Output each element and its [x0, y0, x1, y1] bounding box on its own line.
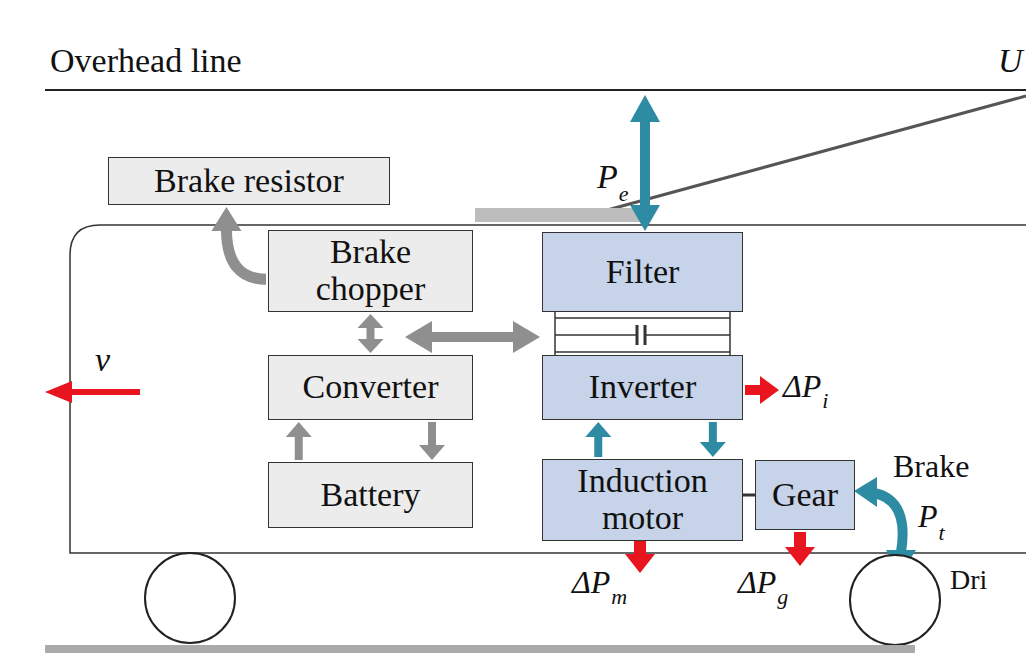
power-flow-arrow — [743, 495, 755, 496]
component-box: Brake resistor — [108, 157, 390, 205]
power-flow-arrow — [358, 314, 384, 353]
component-box: Gear — [755, 460, 855, 530]
power-flow-arrow — [286, 422, 312, 460]
dc-link-capacitor — [555, 312, 730, 355]
pantograph — [600, 96, 1026, 212]
vehicle-body — [70, 225, 1026, 553]
loss-symbol: ΔP — [572, 566, 610, 598]
arrow-shaft — [295, 436, 303, 460]
arrow-head — [286, 422, 312, 437]
component-box: Induction motor — [542, 459, 743, 541]
component-box: Converter — [268, 355, 473, 420]
line-name: Overhead line — [50, 44, 242, 78]
power-symbol: P — [918, 500, 938, 532]
arrow-shaft — [226, 229, 266, 279]
component-box: Brake chopper — [268, 230, 473, 312]
power-arrow — [630, 95, 660, 231]
rail — [45, 645, 915, 653]
roof-plate — [475, 208, 640, 222]
subscript: m — [611, 586, 627, 608]
arrow-head — [700, 442, 726, 457]
power-flow-arrow — [211, 207, 266, 279]
arrow-shaft — [709, 422, 717, 443]
box-label: Inverter — [589, 369, 697, 406]
box-label: Brake chopper — [275, 234, 466, 307]
loss-symbol: ΔP — [783, 370, 821, 402]
component-box: Filter — [542, 232, 743, 312]
subscript: i — [822, 390, 828, 412]
box-label: Gear — [772, 477, 838, 514]
arrow-head — [211, 207, 241, 231]
component-box: Battery — [268, 462, 473, 528]
box-label: Filter — [606, 254, 680, 291]
power-flow-arrow — [419, 422, 445, 460]
cut-off-label: Dri — [950, 566, 987, 594]
power-flow-arrow — [700, 422, 726, 457]
brake-label: Brake — [893, 450, 969, 482]
box-label: Brake resistor — [154, 163, 344, 200]
loss-symbol: ΔP — [738, 566, 776, 598]
voltage-symbol: U — [998, 44, 1023, 78]
arrow-head — [419, 445, 445, 460]
velocity-arrow — [45, 381, 140, 403]
power-symbol: P — [597, 160, 618, 194]
subscript: g — [777, 586, 788, 608]
box-label: Battery — [320, 477, 420, 514]
wheel — [145, 553, 235, 643]
arrow-shaft — [594, 436, 602, 457]
box-label: Induction motor — [549, 463, 736, 536]
subscript: e — [619, 183, 629, 205]
arrow-head — [585, 422, 611, 437]
shaft-link — [743, 494, 755, 497]
arrow-shaft — [367, 327, 375, 340]
arrow-head — [358, 339, 384, 353]
overhead-line — [45, 89, 1026, 91]
velocity-symbol: v — [95, 343, 110, 377]
arrow-head — [358, 314, 384, 328]
wheel — [850, 555, 940, 645]
subscript: t — [939, 522, 945, 544]
dc-bus-arrow — [405, 321, 540, 353]
arrow-shaft — [428, 422, 436, 446]
box-label: Converter — [303, 369, 439, 406]
component-box: Inverter — [542, 355, 743, 420]
power-flow-arrow — [585, 422, 611, 457]
